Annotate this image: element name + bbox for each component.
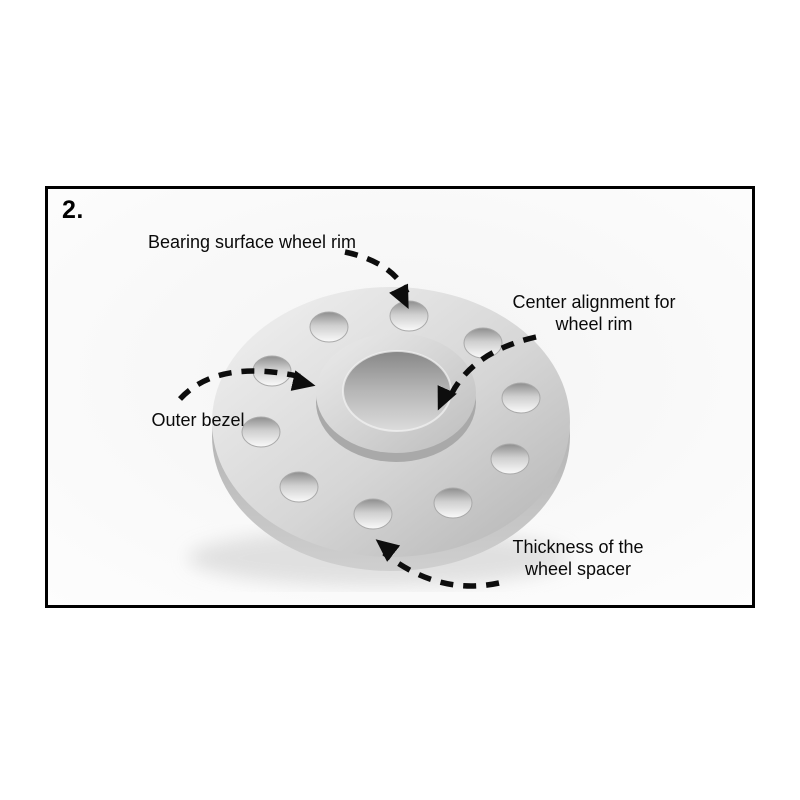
bolt-holes — [241, 300, 541, 530]
annotation-arrows — [177, 249, 537, 589]
label-thickness: Thickness of the wheel spacer — [512, 537, 644, 579]
arrow-outer-bezel — [177, 368, 316, 401]
arrow-bearing-surface — [344, 249, 410, 309]
arrow-center-alignment — [437, 334, 537, 411]
step-number: 2. — [62, 196, 84, 224]
center-bore — [343, 351, 451, 431]
label-center-alignment: Center alignment for wheel rim — [512, 292, 676, 334]
wheel-spacer-illustration — [48, 189, 752, 605]
wheel-spacer — [212, 287, 570, 571]
label-bearing-surface: Bearing surface wheel rim — [147, 232, 357, 252]
center-hub — [316, 333, 476, 462]
label-outer-bezel: Outer bezel — [151, 410, 245, 430]
